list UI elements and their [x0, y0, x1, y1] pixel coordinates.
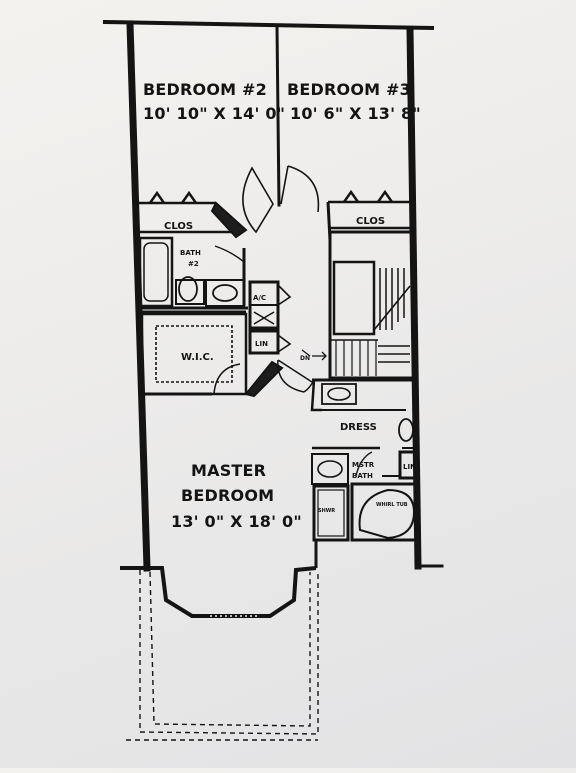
bath2-label-line1: BATH — [180, 249, 201, 257]
stairs-down-label: DN — [300, 355, 310, 362]
shower-label: SHWR — [318, 508, 335, 514]
tub-label: WHIRL TUB — [376, 502, 408, 508]
bedroom-doors — [242, 165, 320, 234]
bedroom3-closet — [326, 189, 413, 241]
bedroom2-name: BEDROOM #2 — [143, 80, 267, 99]
ac-label: A/C — [253, 294, 266, 302]
bedroom2-closet — [138, 190, 248, 239]
bath2 — [136, 235, 248, 310]
master-bath — [310, 378, 420, 542]
bath-linen-label: LIN — [403, 463, 416, 471]
hall-doors — [277, 359, 315, 393]
bedroom2-size: 10' 10" X 14' 0" — [143, 104, 285, 123]
hall-linen-label: LIN — [255, 340, 268, 348]
ac-and-linen — [248, 280, 292, 355]
wic-label: W.I.C. — [181, 352, 214, 363]
master-bath-label-line2: BATH — [352, 472, 373, 480]
balcony-outline — [126, 570, 319, 741]
walk-in-closet — [140, 310, 284, 398]
staircase — [301, 230, 416, 380]
bath2-label-line2: #2 — [188, 260, 199, 268]
master-name-line1: MASTER — [191, 461, 266, 480]
master-bath-label-line1: MSTR — [352, 461, 375, 469]
bedroom3-size: 10' 6" X 13' 8" — [290, 104, 421, 123]
master-size: 13' 0" X 18' 0" — [171, 512, 302, 531]
bedroom3-name: BEDROOM #3 — [287, 80, 411, 99]
closet-label-left: CLOS — [164, 221, 193, 232]
master-name-line2: BEDROOM — [181, 486, 274, 505]
bay-window — [147, 540, 318, 618]
closet-label-right: CLOS — [356, 216, 385, 227]
dress-label: DRESS — [340, 422, 377, 433]
